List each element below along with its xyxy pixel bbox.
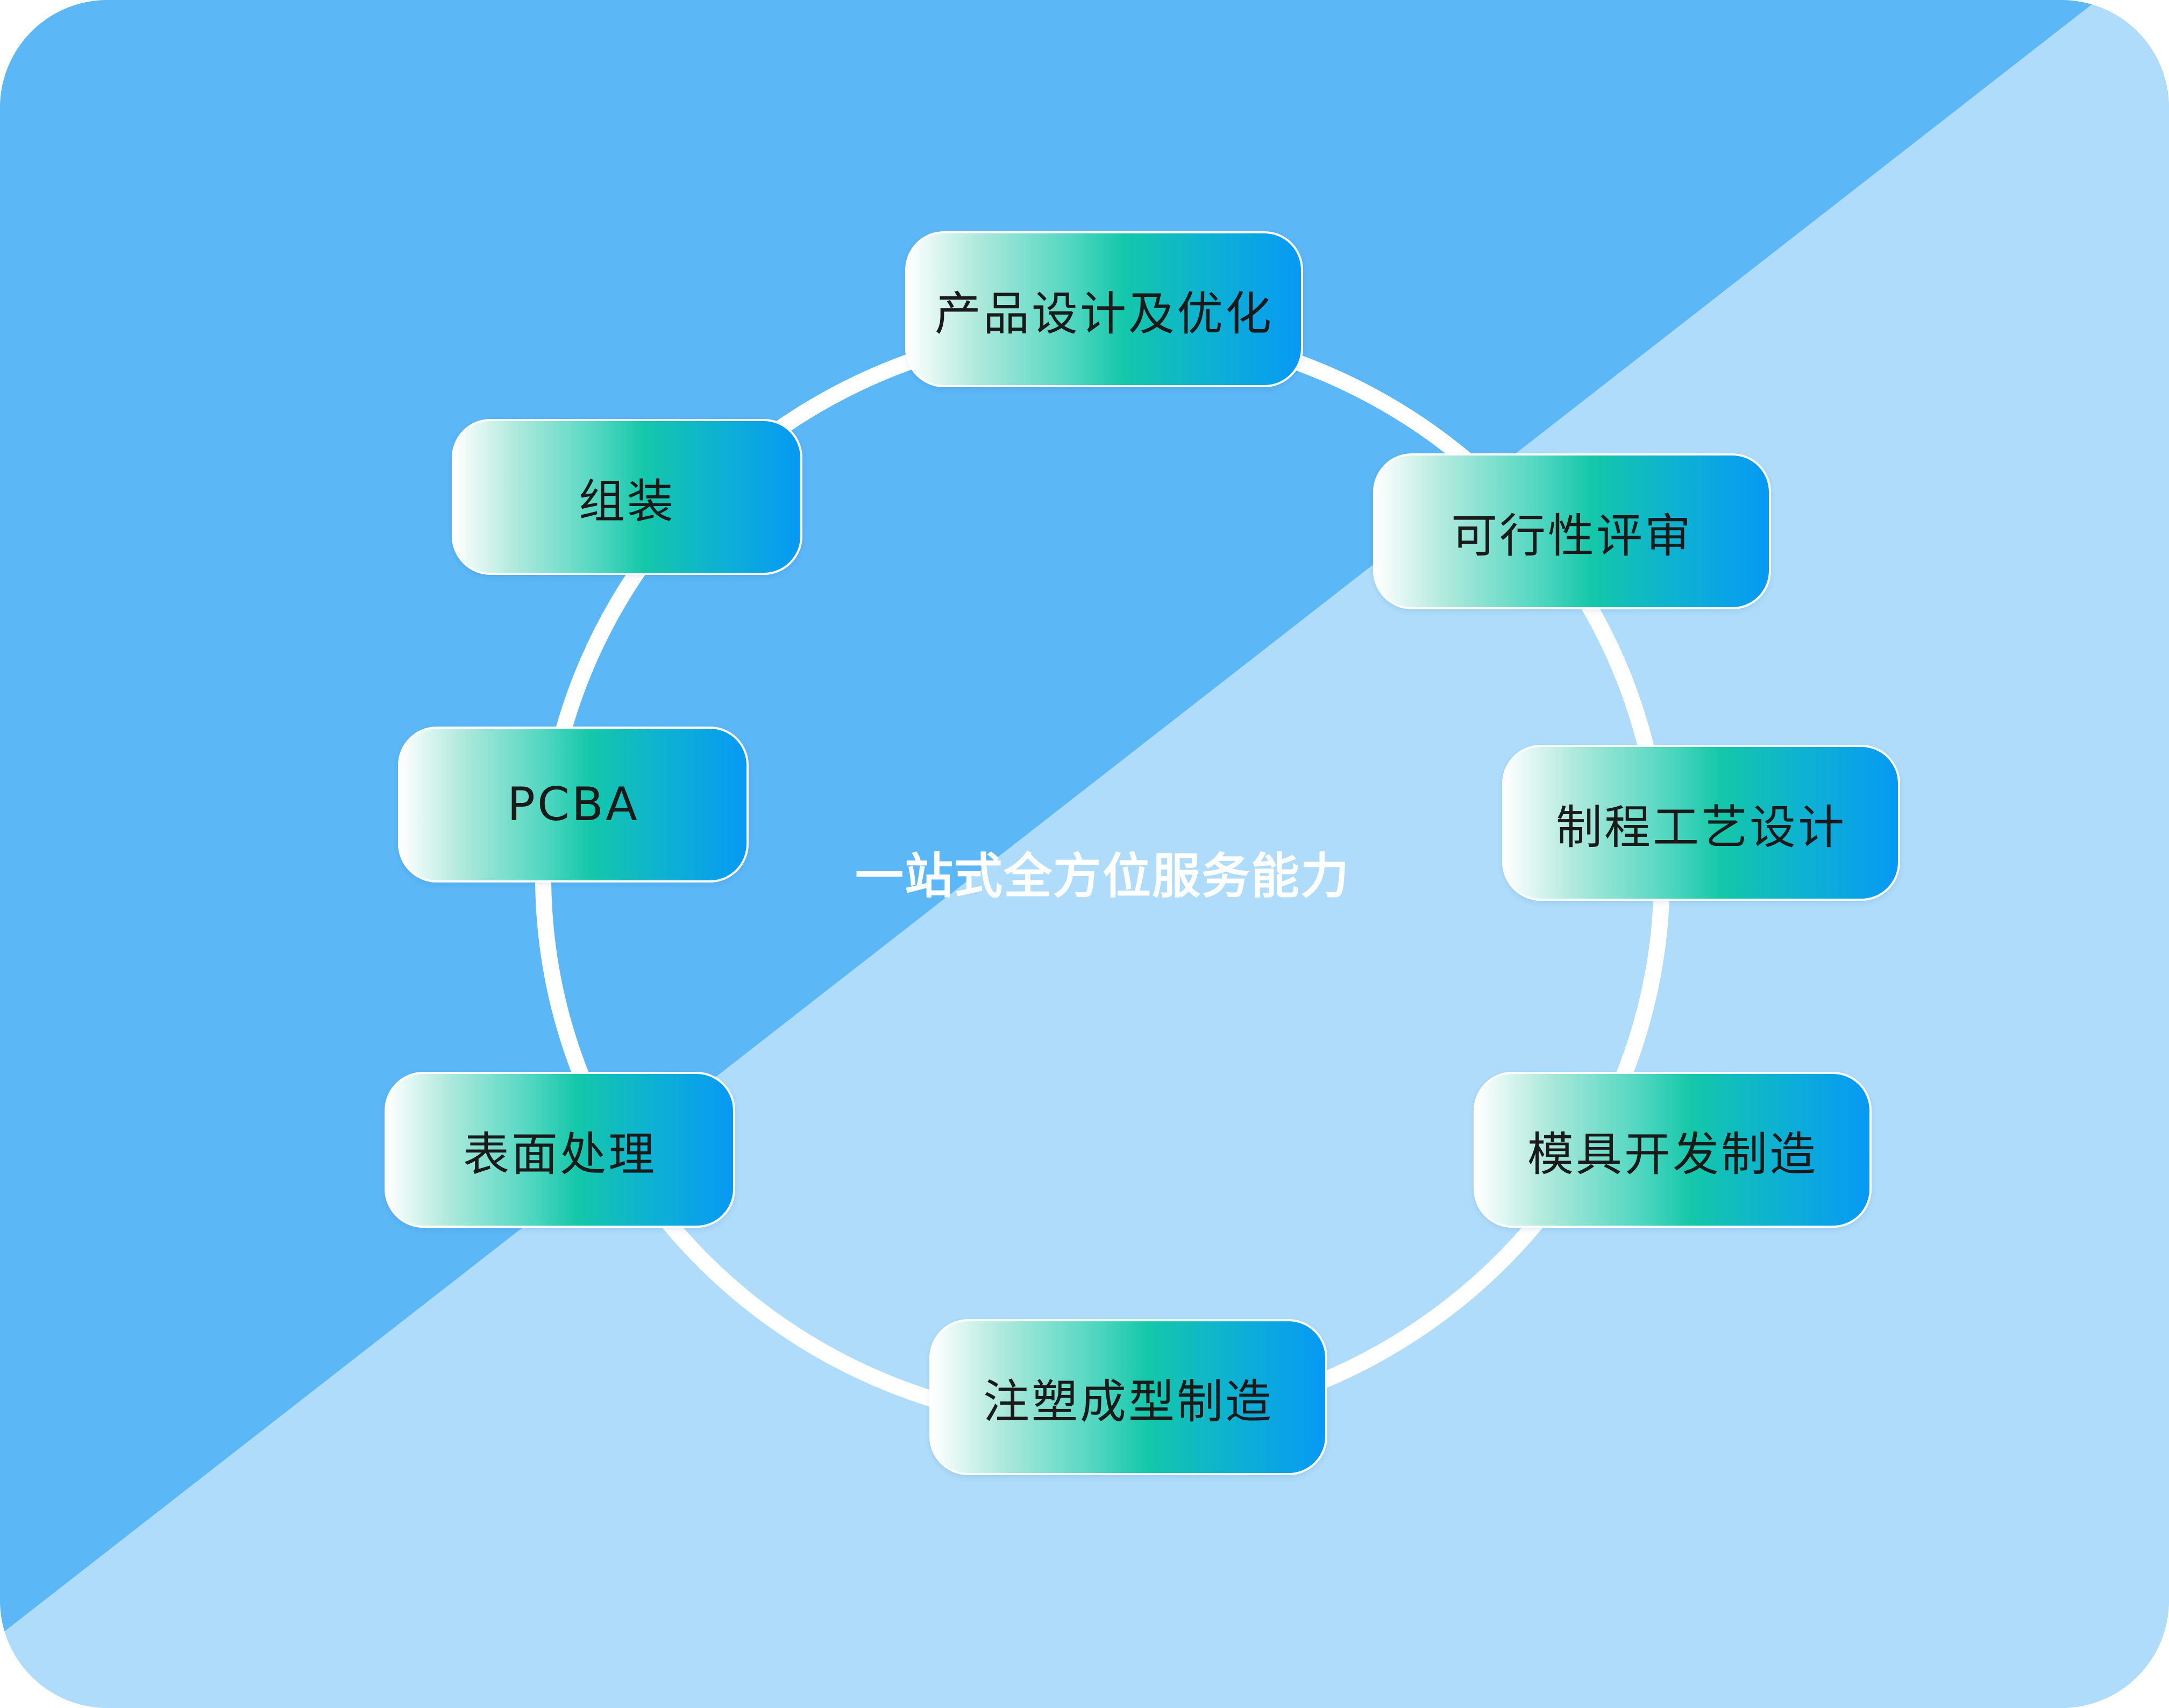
node-pcba: PCBA	[398, 727, 749, 883]
node-surface-treatment: 表面处理	[385, 1072, 735, 1228]
node-surface-treatment-label: 表面处理	[463, 1127, 657, 1182]
node-mold-development-label: 模具开发制造	[1527, 1127, 1818, 1182]
node-process-design: 制程工艺设计	[1502, 745, 1900, 901]
diagram-title: 一站式全方位服务能力	[855, 848, 1350, 905]
node-process-design-label: 制程工艺设计	[1556, 800, 1846, 855]
node-feasibility-review-label: 可行性评审	[1451, 509, 1693, 563]
node-feasibility-review: 可行性评审	[1373, 453, 1771, 609]
node-product-design-label: 产品设计及优化	[935, 287, 1274, 341]
node-pcba-label: PCBA	[507, 778, 639, 831]
node-assembly: 组装	[452, 419, 802, 575]
node-assembly-label: 组装	[579, 474, 675, 529]
node-injection-molding-label: 注塑成型制造	[983, 1375, 1274, 1429]
node-product-design: 产品设计及优化	[905, 231, 1303, 387]
node-injection-molding: 注塑成型制造	[929, 1319, 1327, 1475]
node-mold-development: 模具开发制造	[1474, 1072, 1872, 1228]
